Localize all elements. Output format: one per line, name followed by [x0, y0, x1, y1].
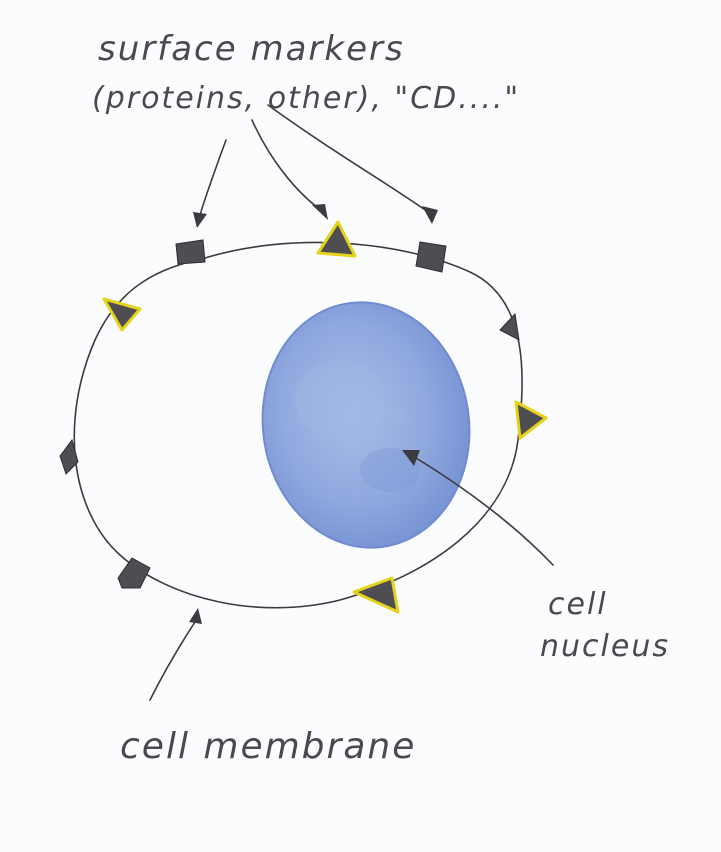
arrowhead — [193, 212, 207, 228]
surface-marker-dark — [176, 240, 205, 264]
arrow-to-marker-left — [200, 140, 226, 215]
arrow-to-marker-right — [268, 105, 428, 212]
arrow-to-membrane — [150, 622, 195, 700]
surface-marker-highlighted — [516, 402, 546, 438]
cell-membrane-label: cell membrane — [120, 726, 416, 767]
surface-marker-dark — [118, 558, 150, 588]
arrowhead — [422, 206, 438, 224]
surface-marker-dark — [60, 440, 78, 474]
surface-marker-highlighted — [354, 578, 398, 612]
arrowhead — [312, 204, 328, 220]
cell-nucleus-label-line2: nucleus — [540, 629, 670, 664]
surface-markers-label-line2: (proteins, other), "CD...." — [92, 81, 520, 116]
nucleus-texture — [295, 360, 385, 440]
surface-marker-highlighted — [318, 222, 355, 256]
surface-marker-dark — [416, 242, 446, 272]
arrowhead — [189, 608, 202, 624]
cell-nucleus-label-line1: cell — [548, 587, 608, 622]
surface-marker-dark — [500, 314, 519, 340]
surface-markers-label-line1: surface markers — [98, 29, 405, 69]
